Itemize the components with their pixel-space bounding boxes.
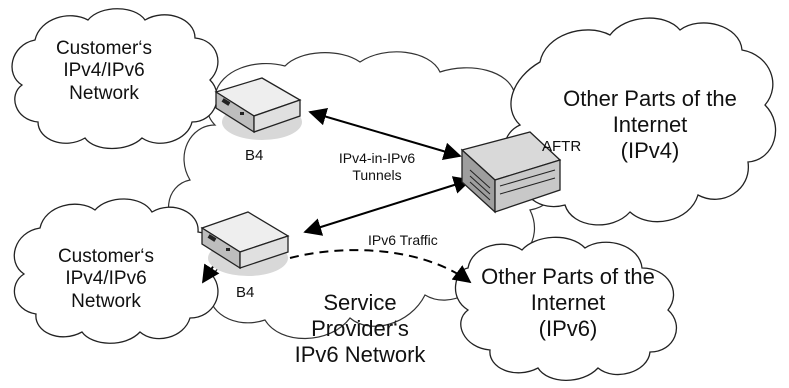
b4-bottom-label: B4 [236, 284, 255, 301]
ipv6-traffic-arrow [289, 249, 472, 284]
tunnels-label: IPv4-in-IPv6 Tunnels [338, 150, 416, 183]
internet-ipv6-cloud [454, 236, 678, 381]
aftr-device [460, 131, 562, 214]
customer-cloud-top [11, 8, 219, 150]
tunnel-arrow-top [308, 107, 462, 161]
b4-device-top [214, 77, 302, 140]
aftr-label: AFTR [542, 138, 582, 155]
service-provider-label: Service Provider‘s IPv6 Network [294, 290, 426, 367]
customer-top-label: Customer‘s IPv4/IPv6 Network [55, 38, 153, 104]
b4-device-bottom [200, 211, 290, 276]
customer-cloud-bottom [13, 198, 222, 344]
ipv6-traffic-label: IPv6 Traffic [368, 232, 438, 248]
internet-ipv6-label: Other Parts of the Internet (IPv6) [481, 264, 655, 341]
b4-top-label: B4 [245, 147, 264, 164]
customer-bottom-label: Customer‘s IPv4/IPv6 Network [57, 246, 155, 312]
internet-ipv4-label: Other Parts of the Internet (IPv4) [563, 86, 737, 163]
tunnel-arrow-bottom [303, 176, 472, 236]
